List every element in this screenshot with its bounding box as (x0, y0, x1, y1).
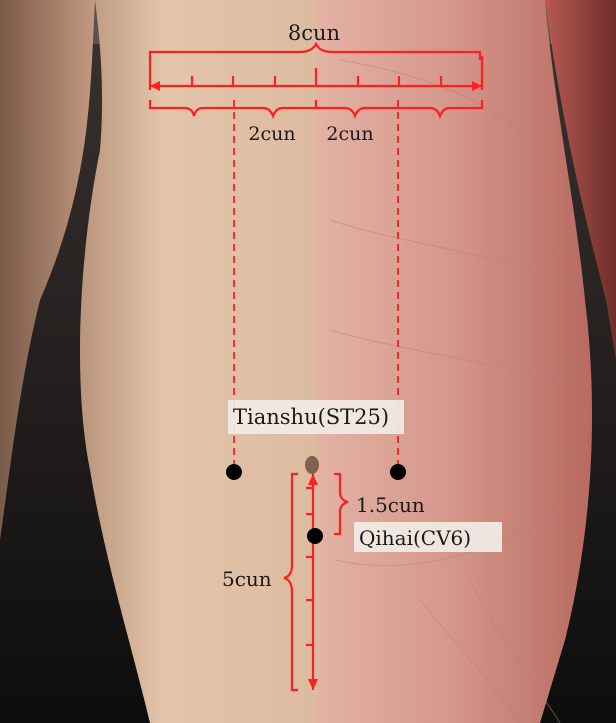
lower-vertical-label: 5cun (222, 567, 272, 591)
left-offset-label: 2cun (248, 123, 295, 145)
tianshu-left-point (226, 464, 242, 480)
qihai-label: Qihai(CV6) (359, 526, 471, 550)
tianshu-label: Tianshu(ST25) (233, 405, 389, 429)
navel (305, 456, 319, 474)
right-offset-label: 2cun (326, 123, 373, 145)
width-total-label: 8cun (288, 21, 340, 45)
upper-vertical-label: 1.5cun (356, 493, 425, 517)
qihai-point (307, 528, 323, 544)
tianshu-right-point (390, 464, 406, 480)
